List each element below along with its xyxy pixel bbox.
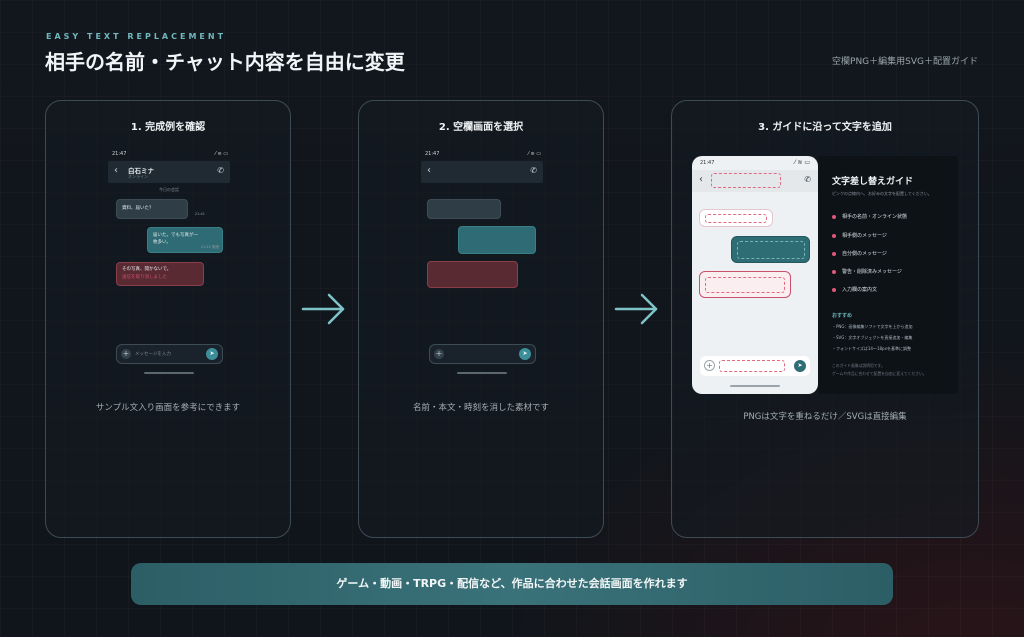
guide-item: 自分側のメッセージ	[832, 250, 887, 257]
contact-status: オンライン	[128, 174, 148, 179]
home-indicator	[144, 372, 194, 374]
blank-warning-bubble	[427, 261, 518, 288]
name-placeholder-guide	[711, 173, 781, 188]
use-case-banner: ゲーム・動画・TRPG・配信など、作品に合わせた会話画面を作れます	[131, 563, 893, 605]
message-text: 資料、届いた？	[122, 206, 154, 211]
step-card-1: 1. 完成例を確認 21:47 ⁄ ≋ ▭ ‹ 白石ミナ オンライン ✆ 今日の…	[45, 100, 291, 538]
status-time: 21:47	[112, 151, 127, 157]
arrow-right-icon	[614, 293, 658, 325]
plus-icon[interactable]: +	[704, 360, 715, 371]
message-text: その写真、開かないで。	[122, 267, 172, 272]
message-input-bar[interactable]: + ➤	[429, 344, 536, 364]
phone-icon[interactable]: ✆	[530, 166, 537, 175]
message-text: 届いた。でも写真が一枚多い。	[153, 233, 198, 245]
guide-title: 文字差し替えガイド	[832, 177, 914, 187]
incoming-message: 資料、届いた？ 21:41	[116, 199, 205, 219]
text-placeholder-guide	[705, 277, 785, 293]
sample-phone-screen: 21:47 ⁄ ≋ ▭ ‹ 白石ミナ オンライン ✆ 今日の会話 資料、届いた？…	[108, 151, 230, 379]
guide-item: 入力欄の案内文	[832, 286, 877, 293]
status-icons: ⁄ ≋ ▭	[215, 151, 228, 157]
warning-bubble-guide	[699, 271, 791, 298]
guide-note: このガイド画像は説明用です。	[832, 363, 885, 368]
page-title: 相手の名前・チャット内容を自由に変更	[45, 50, 405, 74]
guide-item: 相手側のメッセージ	[832, 232, 887, 239]
status-time: 21:47	[700, 160, 715, 166]
blank-phone-screen: 21:47 ⁄ ≋ ▭ ‹ ✆ + ➤	[421, 151, 543, 379]
package-contents-label: 空欄PNG＋編集用SVG＋配置ガイド	[832, 57, 978, 67]
step-card-3: 3. ガイドに沿って文字を追加 21:47 ⁄ ≋ ▭ ‹ ✆ + ➤ 文字差し…	[671, 100, 979, 538]
input-placeholder: メッセージを入力	[135, 352, 171, 357]
guide-phone-screen: 21:47 ⁄ ≋ ▭ ‹ ✆ + ➤	[692, 156, 818, 394]
bullet-icon	[832, 214, 836, 219]
status-time: 21:47	[425, 151, 440, 157]
home-indicator	[457, 372, 507, 374]
warning-message: その写真、開かないで。 送信を取り消しました	[116, 262, 204, 286]
recommendation-line: ・フォントサイズは14〜18pxを基準に調整	[832, 346, 911, 351]
chat-header: ‹ 白石ミナ オンライン ✆	[108, 161, 230, 183]
guide-note: ゲームや作品に合わせて配置を自由に変えてください。	[832, 371, 927, 376]
chevron-left-icon[interactable]: ‹	[427, 165, 431, 176]
step-title: 2. 空欄画面を選択	[438, 122, 524, 133]
home-indicator	[730, 385, 780, 387]
outgoing-message: 届いた。でも写真が一枚多い。 21:42 既読	[147, 227, 223, 253]
plus-icon[interactable]: +	[121, 349, 131, 359]
step-caption: PNGは文字を重ねるだけ／SVGは直接編集	[743, 412, 907, 422]
send-icon[interactable]: ➤	[206, 348, 218, 360]
send-icon[interactable]: ➤	[794, 360, 806, 372]
guide-item: 相手の名前・オンライン状態	[832, 213, 907, 220]
step-card-2: 2. 空欄画面を選択 21:47 ⁄ ≋ ▭ ‹ ✆ + ➤ 名前・本文・時刻を…	[358, 100, 604, 538]
chevron-left-icon[interactable]: ‹	[699, 174, 703, 185]
message-input-bar[interactable]: + メッセージを入力 ➤	[116, 344, 223, 364]
bullet-icon	[832, 251, 836, 256]
guide-subtitle: ピンクの点線内へ、お好みの文字を配置してください。	[832, 191, 932, 196]
incoming-bubble-guide	[699, 209, 773, 227]
contact-name: 白石ミナ	[128, 167, 154, 175]
step-title: 3. ガイドに沿って文字を追加	[758, 122, 892, 133]
recommendation-line: ・PNG：画像編集ソフトで文字を上から追加	[832, 324, 913, 329]
date-separator: 今日の会話	[159, 187, 179, 192]
arrow-right-icon	[301, 293, 345, 325]
step-caption: 名前・本文・時刻を消した素材です	[412, 403, 549, 413]
blank-outgoing-bubble	[458, 226, 536, 254]
input-placeholder-guide	[719, 360, 785, 372]
text-placeholder-guide	[705, 214, 767, 223]
chat-header: ‹ ✆	[692, 170, 818, 192]
replacement-guide-panel: 文字差し替えガイド ピンクの点線内へ、お好みの文字を配置してください。 相手の名…	[818, 156, 958, 394]
eyebrow-label: EASY TEXT REPLACEMENT	[46, 32, 227, 41]
text-placeholder-guide	[737, 241, 805, 259]
recommendation-line: ・SVG：文字オブジェクトを直接追加・編集	[832, 335, 913, 340]
status-icons: ⁄ ≋ ▭	[528, 151, 541, 157]
message-time: 21:42 既読	[200, 245, 219, 249]
recommendation-title: おすすめ	[832, 313, 853, 319]
step-caption: サンプル文入り画面を参考にできます	[95, 403, 241, 413]
step-title: 1. 完成例を確認	[130, 122, 206, 133]
chevron-left-icon[interactable]: ‹	[114, 165, 118, 176]
chat-header: ‹ ✆	[421, 161, 543, 183]
bullet-icon	[832, 287, 836, 292]
send-icon[interactable]: ➤	[519, 348, 531, 360]
status-icons: ⁄ ≋ ▭	[794, 159, 810, 166]
plus-icon[interactable]: +	[434, 349, 444, 359]
message-input-bar[interactable]: + ➤	[700, 356, 810, 376]
guide-item: 警告・削除済みメッセージ	[832, 268, 902, 275]
phone-icon[interactable]: ✆	[804, 175, 811, 184]
deleted-notice: 送信を取り消しました	[122, 275, 167, 280]
message-time: 21:41	[194, 212, 205, 216]
outgoing-bubble-guide	[731, 236, 810, 263]
blank-incoming-bubble	[427, 199, 501, 219]
bullet-icon	[832, 233, 836, 238]
bullet-icon	[832, 269, 836, 274]
phone-icon[interactable]: ✆	[217, 166, 224, 175]
